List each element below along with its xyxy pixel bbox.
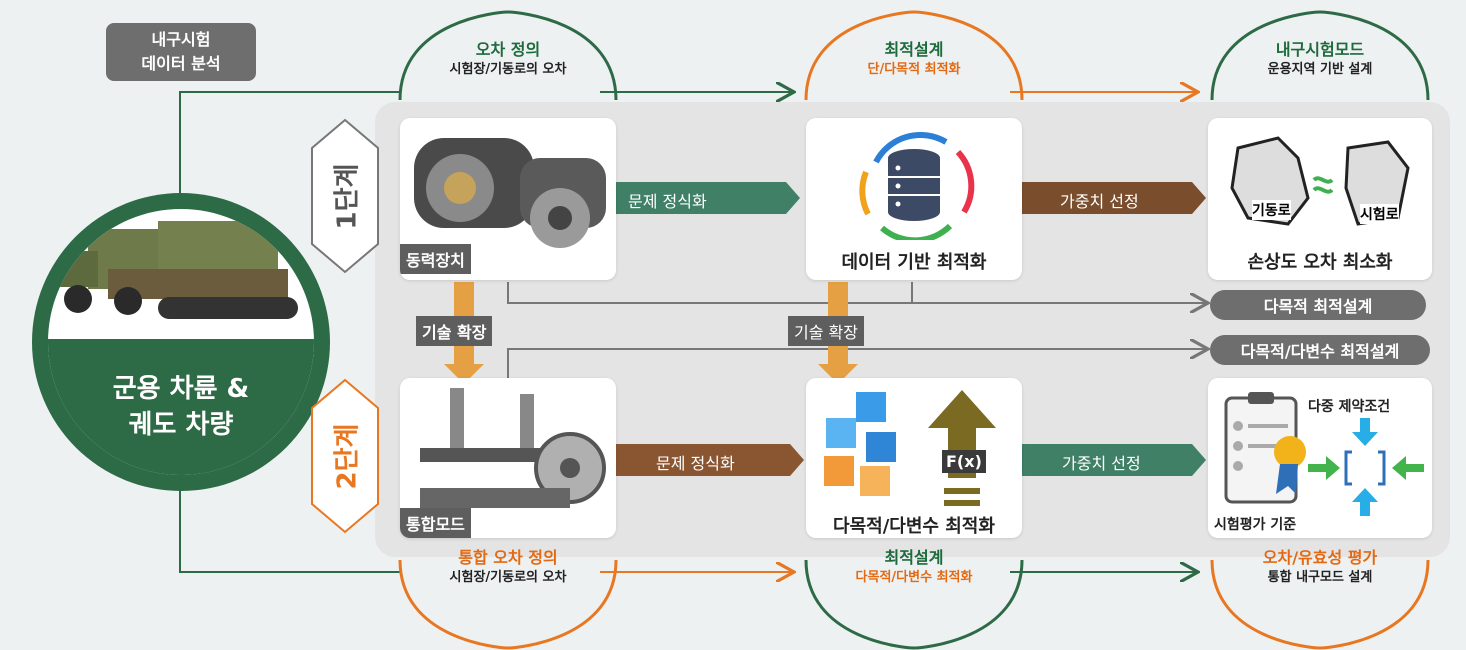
vehicle-line1: 군용 차륜 & bbox=[112, 374, 250, 404]
vehicle-circle: 군용 차륜 & 궤도 차량 bbox=[32, 193, 330, 491]
vehicle-inner: 군용 차륜 & 궤도 차량 bbox=[48, 209, 314, 475]
constraints-label: 다중 제약조건 bbox=[1308, 399, 1391, 415]
track-label: 시험로 bbox=[1360, 204, 1399, 224]
multi-optimization-caption: 다목적/다변수 최적화 bbox=[833, 516, 995, 537]
top-arch-3-title: 내구시험모드 bbox=[1275, 40, 1365, 59]
evaluation-card: 다중 제약조건 시험평가 기준 bbox=[1208, 378, 1432, 538]
top-arch-2-title: 최적설계 bbox=[884, 40, 944, 59]
damage-error-card: 기동로 시험로 손상도 오차 최소화 bbox=[1208, 118, 1432, 280]
cubes-icon bbox=[824, 392, 896, 496]
constraint-arrows-icon bbox=[1308, 418, 1424, 516]
bottom-arch-2-sub: 다목적/다변수 최적화 bbox=[855, 570, 973, 585]
suspension-image bbox=[420, 388, 606, 508]
row1-arrow1-label: 문제 정식화 bbox=[628, 192, 707, 211]
top-arch-3: 내구시험모드 운용지역 기반 설계 bbox=[1212, 40, 1428, 80]
pill-multiobjective: 다목적 최적설계 bbox=[1210, 290, 1426, 320]
pill-multiobjective-multivariable: 다목적/다변수 최적설계 bbox=[1210, 335, 1430, 365]
powertrain-card: 동력장치 bbox=[400, 118, 616, 280]
top-arch-2-sub: 단/다목적 최적화 bbox=[867, 62, 961, 77]
fx-arrow-icon bbox=[928, 390, 996, 506]
powertrain-tag: 동력장치 bbox=[400, 244, 471, 274]
row1-arrow2-label: 가중치 선정 bbox=[1060, 192, 1139, 211]
stage2-badge: 2단계 bbox=[310, 378, 380, 534]
bottom-arch-3-sub: 통합 내구모드 설계 bbox=[1267, 570, 1373, 585]
data-analysis-line2: 데이터 분석 bbox=[141, 54, 221, 73]
vehicle-label: 군용 차륜 & 궤도 차량 bbox=[48, 339, 314, 475]
top-arch-2: 최적설계 단/다목적 최적화 bbox=[806, 40, 1022, 80]
stage1-badge: 1단계 bbox=[310, 118, 380, 274]
data-optimization-caption: 데이터 기반 최적화 bbox=[841, 252, 987, 273]
bottom-arch-1-sub: 시험장/기동로의 오차 bbox=[449, 570, 567, 585]
vehicle-line2: 궤도 차량 bbox=[128, 410, 234, 440]
bottom-arch-1-title: 통합 오차 정의 bbox=[458, 548, 558, 567]
integrated-mode-tag: 통합모드 bbox=[400, 508, 471, 538]
powertrain-image bbox=[414, 138, 606, 248]
bottom-arch-2: 최적설계 다목적/다변수 최적화 bbox=[806, 548, 1022, 588]
expand-left-label: 기술 확장 bbox=[416, 316, 493, 346]
stage2-label: 2단계 bbox=[332, 423, 363, 489]
bottom-arch-1: 통합 오차 정의 시험장/기동로의 오차 bbox=[400, 548, 616, 588]
bottom-arch-3-title: 오차/유효성 평가 bbox=[1262, 548, 1378, 567]
fx-label: F(x) bbox=[942, 450, 986, 473]
row2-arrow2-label: 가중치 선정 bbox=[1062, 454, 1141, 473]
damage-error-caption: 손상도 오차 최소화 bbox=[1247, 252, 1393, 273]
top-arch-1: 오차 정의 시험장/기동로의 오차 bbox=[400, 40, 616, 80]
clipboard-badge-icon bbox=[1224, 392, 1306, 504]
road-label: 기동로 bbox=[1252, 200, 1291, 220]
multi-optimization-card: F(x) 다목적/다변수 최적화 bbox=[806, 378, 1022, 538]
bottom-arch-2-title: 최적설계 bbox=[884, 548, 944, 567]
integrated-mode-card: 통합모드 bbox=[400, 378, 616, 538]
database-cycle-icon bbox=[859, 132, 975, 240]
military-vehicle-image bbox=[58, 221, 298, 319]
row2-arrow1-label: 문제 정식화 bbox=[656, 454, 735, 473]
top-arch-3-sub: 운용지역 기반 설계 bbox=[1267, 62, 1373, 77]
evaluation-criteria-label: 시험평가 기준 bbox=[1214, 517, 1297, 533]
expand-mid-label: 기술 확장 bbox=[788, 316, 864, 346]
stage1-label: 1단계 bbox=[332, 163, 363, 229]
data-analysis-box: 내구시험 데이터 분석 bbox=[106, 23, 256, 81]
bottom-arch-3: 오차/유효성 평가 통합 내구모드 설계 bbox=[1212, 548, 1428, 588]
data-analysis-line1: 내구시험 bbox=[151, 30, 211, 49]
top-arch-1-title: 오차 정의 bbox=[475, 40, 541, 59]
top-arch-1-sub: 시험장/기동로의 오차 bbox=[449, 62, 567, 77]
data-optimization-card: 데이터 기반 최적화 bbox=[806, 118, 1022, 280]
